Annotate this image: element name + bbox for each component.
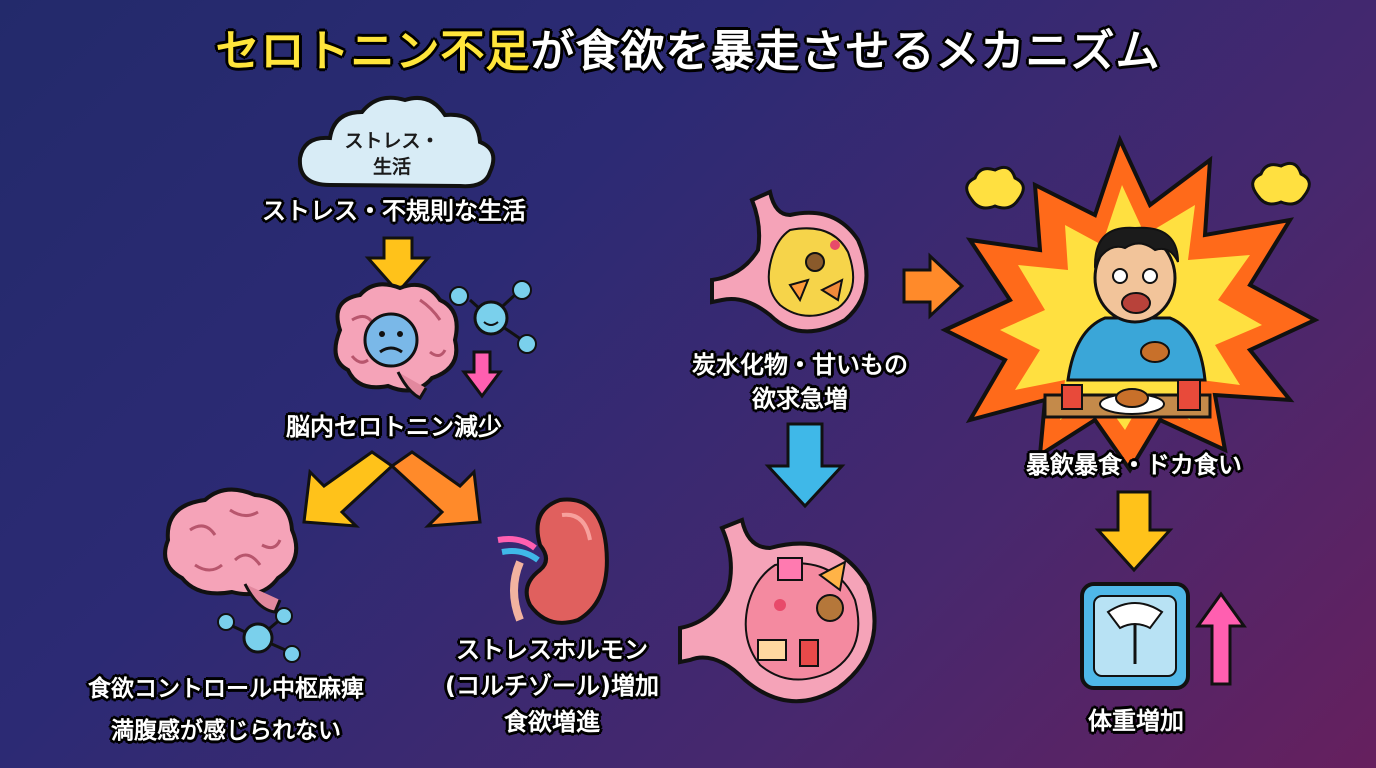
- title-rest: が食欲を暴走させるメカニズム: [530, 26, 1161, 77]
- craving-label-line1: 炭水化物・甘いもの: [692, 351, 908, 379]
- arrow-down-pink: [461, 350, 503, 399]
- page-title: セロトニン不足が食欲を暴走させるメカニズム: [0, 22, 1376, 82]
- arrow-down-blue: [764, 422, 846, 509]
- hormone-label: ストレスホルモン (コルチゾール)増加 食欲増進: [445, 632, 659, 740]
- arrow-branch-left-yellow: [302, 450, 395, 528]
- burst-cloud-left-icon: [965, 165, 1025, 210]
- binge-eating-person-icon: [1043, 226, 1212, 419]
- cloud-label-line1: ストレス・: [344, 130, 440, 152]
- arrow-down-yellow-2: [1094, 490, 1174, 573]
- arrow-right-orange: [902, 252, 965, 320]
- craving-label: 炭水化物・甘いもの 欲求急増: [692, 348, 908, 416]
- stomach-large-icon: [678, 517, 877, 704]
- craving-label-line2: 欲求急増: [752, 385, 848, 413]
- weight-gain-label: 体重増加: [1088, 707, 1184, 735]
- kidney-icon: [497, 497, 609, 625]
- control-label-line1: 食欲コントロール中枢麻痺: [88, 676, 364, 702]
- cloud-label: ストレス・ 生活: [344, 128, 439, 180]
- sad-brain-icon: [333, 282, 459, 400]
- stomach-small-icon: [710, 189, 869, 334]
- stress-label: ストレス・不規則な生活: [262, 197, 526, 225]
- arrow-down-yellow-1: [364, 236, 432, 295]
- serotonin-molecule-small-icon: [217, 607, 301, 663]
- hormone-label-line3: 食欲増進: [504, 708, 600, 736]
- brain-icon: [163, 487, 299, 614]
- title-highlight: セロトニン不足: [215, 26, 531, 77]
- binge-label: 暴飲暴食・ドカ食い: [1026, 451, 1242, 479]
- control-label-line2: 満腹感が感じられない: [111, 718, 341, 744]
- stress-cloud: [297, 95, 496, 189]
- cloud-label-line2: 生活: [372, 156, 412, 178]
- hormone-label-line2: (コルチゾール)増加: [445, 672, 659, 700]
- serotonin-molecule-icon: [449, 280, 537, 354]
- arrow-branch-right-orange: [389, 450, 482, 528]
- serotonin-drop-label: 脳内セロトニン減少: [286, 413, 502, 441]
- bathroom-scale-icon: [1080, 582, 1190, 690]
- burst-cloud-right-icon: [1251, 161, 1311, 206]
- arrow-up-pink: [1195, 591, 1247, 686]
- hormone-label-line1: ストレスホルモン: [456, 636, 648, 664]
- control-label: 食欲コントロール中枢麻痺 満腹感が感じられない: [88, 668, 364, 752]
